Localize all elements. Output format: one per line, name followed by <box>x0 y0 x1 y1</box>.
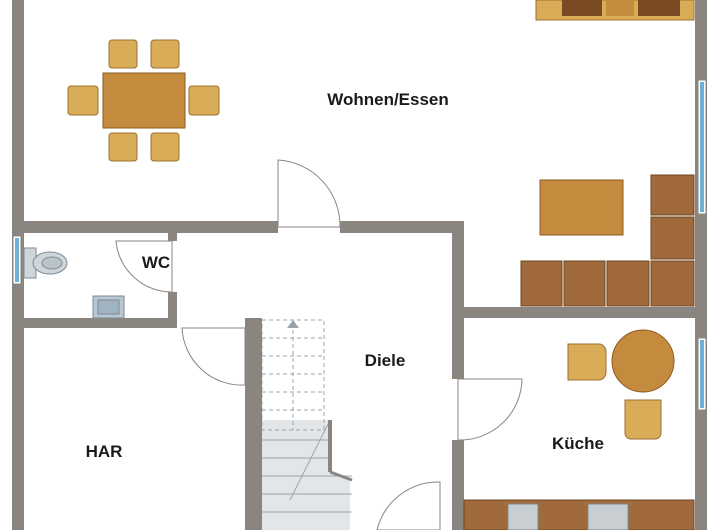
room-label-diele: Diele <box>365 351 406 370</box>
stair-icon <box>261 319 353 530</box>
room-label-wohnen: Wohnen/Essen <box>327 90 449 109</box>
dining-table-icon <box>102 72 186 129</box>
chair-icon <box>67 39 220 162</box>
round-table-icon <box>611 329 675 393</box>
room-label-wc: WC <box>142 253 170 272</box>
toilet-icon <box>23 247 68 279</box>
sideboard-icon <box>535 0 695 21</box>
sink-icon <box>92 295 125 319</box>
coffee-table-icon <box>539 179 624 236</box>
room-label-har: HAR <box>86 442 123 461</box>
window-icon <box>12 79 707 411</box>
chair-icon <box>567 343 662 440</box>
door-swing-icon <box>115 159 523 530</box>
kitchen-counter-icon <box>463 499 695 530</box>
room-label-kueche: Küche <box>552 434 604 453</box>
sofa-icon <box>520 174 695 307</box>
